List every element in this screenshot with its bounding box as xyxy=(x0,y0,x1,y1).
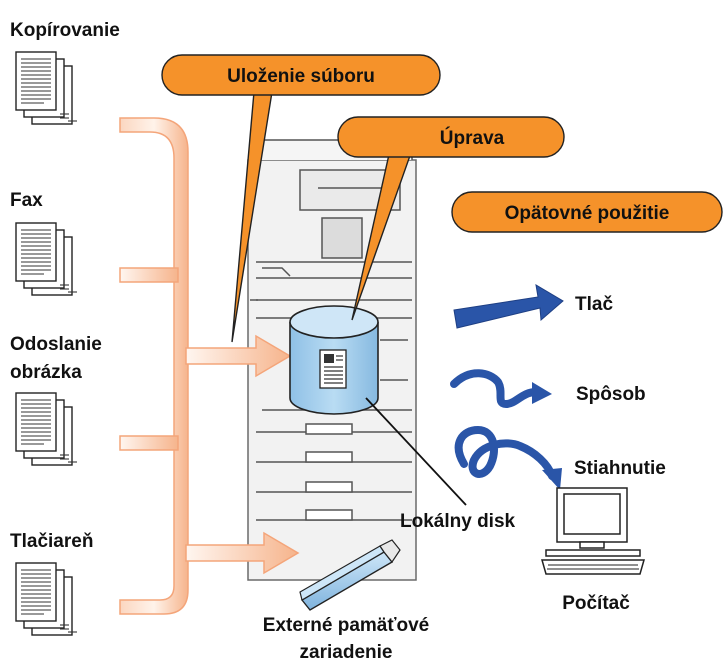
external-storage-label-line2: zariadenie xyxy=(300,642,393,663)
callout-reuse-label: Opätovné použitie xyxy=(505,203,670,224)
computer-label: Počítač xyxy=(562,593,630,614)
usb-storage-icon xyxy=(299,539,401,611)
print-arrow-icon xyxy=(453,284,564,329)
output-print-label: Tlač xyxy=(575,294,613,315)
local-disk-label: Lokálny disk xyxy=(400,511,516,532)
fax-documents-icon xyxy=(15,222,78,296)
source-copy-label: Kopírovanie xyxy=(10,20,120,41)
external-storage-label-line1: Externé pamäťové xyxy=(263,615,429,636)
callout-edit-label: Úprava xyxy=(440,127,505,149)
callout-reuse: Opätovné použitie xyxy=(451,191,723,233)
source-fax-label: Fax xyxy=(10,190,43,211)
source-scan-label-line1: Odoslanie xyxy=(10,334,102,355)
callout-file-save: Uloženie súboru xyxy=(161,54,441,343)
output-download-label: Stiahnutie xyxy=(574,458,666,479)
download-arrow-icon xyxy=(454,425,562,490)
local-disk-icon xyxy=(289,305,379,415)
computer-icon xyxy=(541,487,645,575)
scan-documents-icon xyxy=(15,392,78,466)
source-scan-label-line2: obrázka xyxy=(10,362,82,383)
local-disk-leader-line xyxy=(365,397,467,506)
source-printer-label: Tlačiareň xyxy=(10,531,93,552)
input-flow-pipes xyxy=(119,117,300,615)
printer-documents-icon xyxy=(15,562,78,636)
method-arrow-icon xyxy=(450,369,552,409)
callout-edit: Úprava xyxy=(337,116,565,321)
copy-documents-icon xyxy=(15,51,78,125)
output-method-label: Spôsob xyxy=(576,384,646,405)
callout-file-save-label: Uloženie súboru xyxy=(227,66,375,87)
